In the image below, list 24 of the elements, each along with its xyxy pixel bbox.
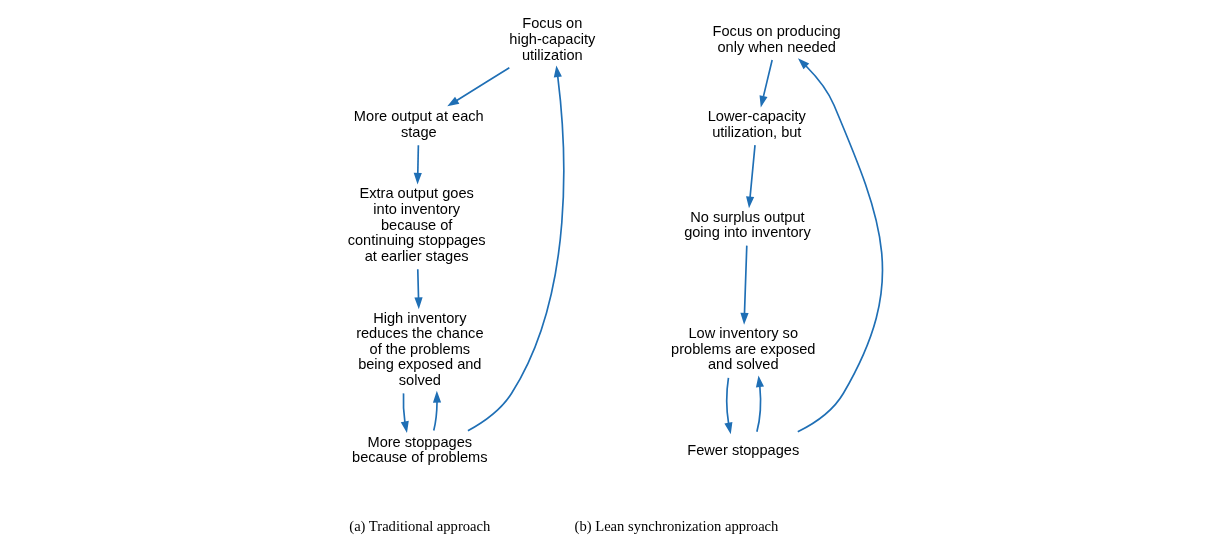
- node-text: Low inventory so problems are exposed and solved: [670, 325, 815, 373]
- arrow: [446, 66, 510, 107]
- arrow: [739, 244, 749, 325]
- arrow: [466, 65, 565, 432]
- arrow: [755, 375, 764, 433]
- node-text: Lower-capacity utilization, but: [707, 108, 806, 140]
- node-text: Focus on high-capacity utilization: [508, 15, 595, 63]
- arrow: [413, 144, 422, 185]
- arrow: [400, 392, 409, 433]
- arrow: [723, 377, 732, 435]
- arrow: [745, 144, 756, 209]
- arrow: [796, 58, 883, 433]
- node-text: Focus on producing only when needed: [712, 23, 841, 55]
- node-text: More stoppages because of problems: [351, 433, 488, 466]
- arrow: [759, 59, 773, 108]
- label: (a) Traditional approach: [348, 517, 490, 534]
- node-text: Extra output goes into inventory because of continuing stoppages at earlier stages: [347, 185, 486, 264]
- label: (b) Lean synchronization approach: [574, 517, 778, 534]
- node-text: No surplus output going into inventory: [683, 208, 811, 241]
- node-text: Fewer stoppages: [686, 441, 799, 458]
- node-text: More output at each stage: [353, 108, 484, 140]
- node-text: High inventory reduces the chance of the problems being exposed and solved: [355, 309, 483, 389]
- arrow: [413, 268, 423, 310]
- arrow: [432, 390, 441, 432]
